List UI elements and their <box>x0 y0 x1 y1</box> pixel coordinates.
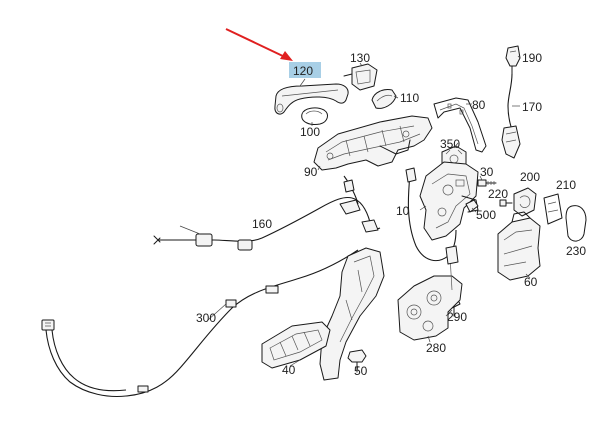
label-160[interactable]: 160 <box>252 217 272 231</box>
label-60[interactable]: 60 <box>524 275 538 289</box>
leader-lines <box>179 55 531 373</box>
part-200-striker[interactable] <box>513 187 537 217</box>
label-10[interactable]: 10 <box>396 204 410 218</box>
label-290[interactable]: 290 <box>447 310 467 324</box>
label-130[interactable]: 130 <box>350 51 370 65</box>
part-90-handle-carrier[interactable] <box>313 115 433 171</box>
label-110[interactable]: 110 <box>400 91 419 105</box>
part-10-door-lock[interactable] <box>419 161 479 241</box>
label-80[interactable]: 80 <box>472 98 486 112</box>
label-350[interactable]: 350 <box>440 137 460 151</box>
highlight-box-120 <box>289 62 321 78</box>
label-280[interactable]: 280 <box>426 341 446 355</box>
part-190-cable-clip[interactable] <box>505 45 521 75</box>
part-230-plate[interactable] <box>565 205 587 242</box>
part-500-bolt[interactable] <box>465 199 479 213</box>
part-30-screw[interactable] <box>477 179 497 187</box>
part-50-screw[interactable] <box>347 349 367 373</box>
connecting-cable <box>405 167 457 262</box>
label-120[interactable]: 120 <box>293 64 313 78</box>
label-190[interactable]: 190 <box>522 51 542 65</box>
part-210-shim-plate[interactable] <box>543 193 563 225</box>
label-100[interactable]: 100 <box>300 125 320 139</box>
part-160-long-cable[interactable] <box>153 175 381 251</box>
part-40-inner-handle[interactable] <box>261 247 385 381</box>
part-220-screw[interactable] <box>499 199 513 207</box>
label-210[interactable]: 210 <box>556 178 576 192</box>
part-170-release-cable[interactable] <box>501 73 521 159</box>
label-220[interactable]: 220 <box>488 187 508 201</box>
part-130-handle-cap[interactable] <box>343 63 378 91</box>
label-200[interactable]: 200 <box>520 170 540 184</box>
label-40[interactable]: 40 <box>282 363 296 377</box>
label-300[interactable]: 300 <box>196 311 216 325</box>
part-300-wiring-harness[interactable] <box>41 249 359 398</box>
label-230[interactable]: 230 <box>566 244 586 258</box>
label-500[interactable]: 500 <box>476 208 496 222</box>
label-170[interactable]: 170 <box>522 100 542 114</box>
part-labels: 120 130 110 100 80 190 170 350 90 30 200… <box>196 51 586 378</box>
part-60-inner-housing[interactable] <box>497 211 541 281</box>
part-80-frame[interactable] <box>433 97 487 153</box>
part-120-door-handle[interactable] <box>274 83 349 115</box>
part-110-seal[interactable] <box>371 89 397 109</box>
part-100-gasket[interactable] <box>301 107 328 125</box>
label-30[interactable]: 30 <box>480 165 494 179</box>
label-90[interactable]: 90 <box>304 165 318 179</box>
pointer-arrow <box>225 28 293 61</box>
part-280-mounting-plate[interactable] <box>397 245 463 341</box>
label-50[interactable]: 50 <box>354 364 368 378</box>
